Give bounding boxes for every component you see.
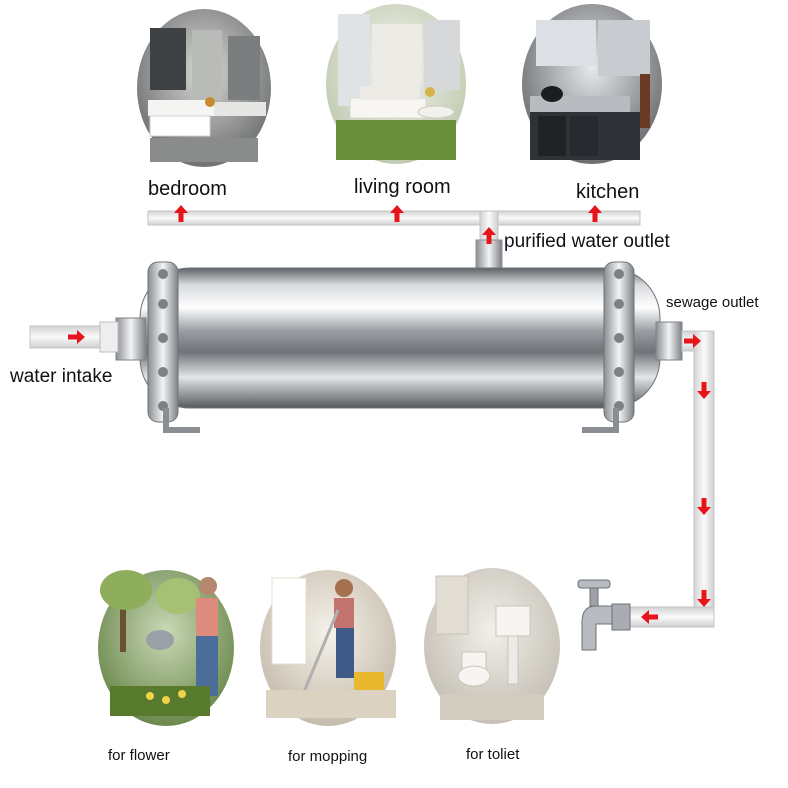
toilet-photo bbox=[424, 568, 560, 724]
bathroom-photo bbox=[137, 9, 271, 167]
arrow-down-sewage-2 bbox=[697, 498, 711, 515]
arrow-right-sewage bbox=[684, 334, 701, 348]
label-purified-water-outlet: purified water outlet bbox=[504, 231, 670, 252]
flow-arrows bbox=[68, 205, 711, 624]
arrow-up-kitchen bbox=[588, 205, 602, 222]
filter-housing bbox=[115, 267, 683, 409]
arrow-left-faucet bbox=[641, 610, 658, 624]
arrow-down-sewage-1 bbox=[697, 382, 711, 399]
right-flange bbox=[603, 261, 635, 423]
label-living-room: living room bbox=[354, 176, 451, 198]
label-water-intake: water intake bbox=[10, 366, 113, 387]
sewage-pipe bbox=[627, 330, 715, 628]
flower-photo bbox=[98, 570, 234, 726]
label-sewage-outlet: sewage outlet bbox=[666, 294, 759, 311]
arrow-up-bedroom bbox=[174, 205, 188, 222]
kitchen-photo bbox=[522, 4, 662, 164]
arrow-up-purified-outlet bbox=[482, 227, 496, 244]
arrow-up-living-room bbox=[390, 205, 404, 222]
label-kitchen: kitchen bbox=[576, 181, 640, 203]
label-for-flower: for flower bbox=[108, 747, 170, 764]
left-flange bbox=[147, 261, 179, 423]
arrow-down-sewage-3 bbox=[697, 590, 711, 607]
label-for-toilet: for toliet bbox=[466, 746, 520, 763]
living-room-photo bbox=[326, 4, 466, 164]
faucet-icon bbox=[577, 579, 631, 651]
mopping-photo bbox=[260, 570, 396, 726]
arrow-right-intake bbox=[68, 330, 85, 344]
label-bedroom: bedroom bbox=[148, 178, 227, 200]
mounting-feet bbox=[163, 408, 619, 433]
label-for-mopping: for mopping bbox=[288, 748, 368, 765]
